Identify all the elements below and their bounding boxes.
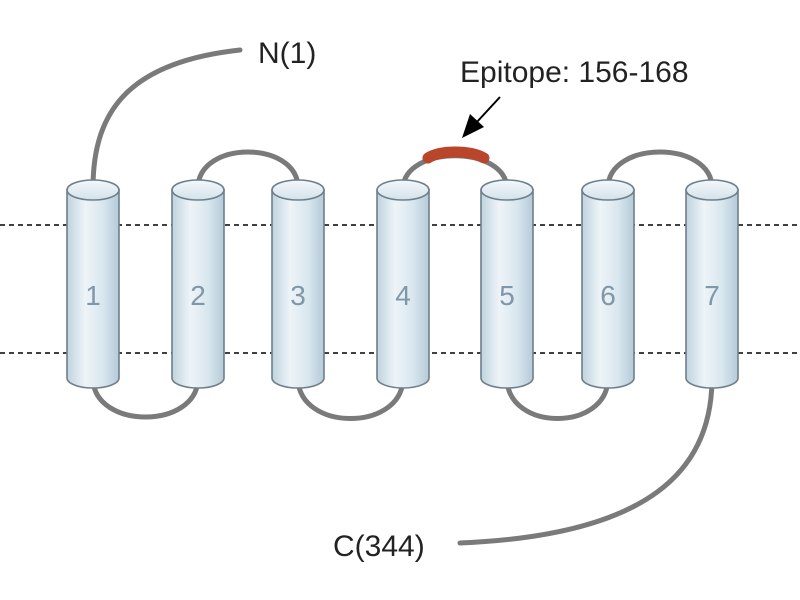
extracellular-loop-2-3: [195, 149, 301, 191]
intracellular-loop-1-2: [90, 375, 201, 420]
n-terminal-tail: [90, 47, 243, 191]
helix-7: 7: [685, 179, 739, 389]
helix-1: 1: [66, 179, 120, 389]
extracellular-loop-6-7: [605, 149, 715, 191]
helix-number-label: 4: [395, 280, 411, 311]
intracellular-loop-5-6: [504, 375, 611, 421]
helix-cap: [480, 179, 534, 201]
c-terminal-tail: [457, 375, 715, 546]
helix-cap: [685, 179, 739, 201]
helix-3: 3: [271, 179, 325, 389]
helix-cap: [171, 179, 225, 201]
helix-number-label: 6: [600, 280, 616, 311]
helix-number-label: 7: [704, 280, 720, 311]
helices: 1 2 3 4 5 6 7: [66, 179, 739, 389]
helix-4: 4: [376, 179, 430, 389]
intracellular-loop-3-4: [295, 375, 406, 421]
n-terminus-label: N(1): [258, 37, 316, 70]
epitope-segment: [422, 146, 490, 164]
helix-body: [171, 189, 225, 389]
epitope-arrow: [462, 96, 501, 138]
helix-number-label: 1: [85, 280, 101, 311]
helix-2: 2: [171, 179, 225, 389]
helix-body: [581, 189, 635, 389]
helix-5: 5: [480, 179, 534, 389]
helix-number-label: 2: [190, 280, 206, 311]
helix-body: [271, 189, 325, 389]
helix-cap: [581, 179, 635, 201]
c-terminus-label: C(344): [333, 530, 425, 563]
helix-number-label: 5: [499, 280, 515, 311]
helix-body: [66, 189, 120, 389]
helix-body: [480, 189, 534, 389]
helix-number-label: 3: [290, 280, 306, 311]
helix-cap: [376, 179, 430, 201]
epitope-label: Epitope: 156-168: [460, 56, 689, 89]
loops: [90, 47, 715, 546]
helix-cap: [66, 179, 120, 201]
helix-cap: [271, 179, 325, 201]
helix-body: [376, 189, 430, 389]
helix-body: [685, 189, 739, 389]
helix-6: 6: [581, 179, 635, 389]
